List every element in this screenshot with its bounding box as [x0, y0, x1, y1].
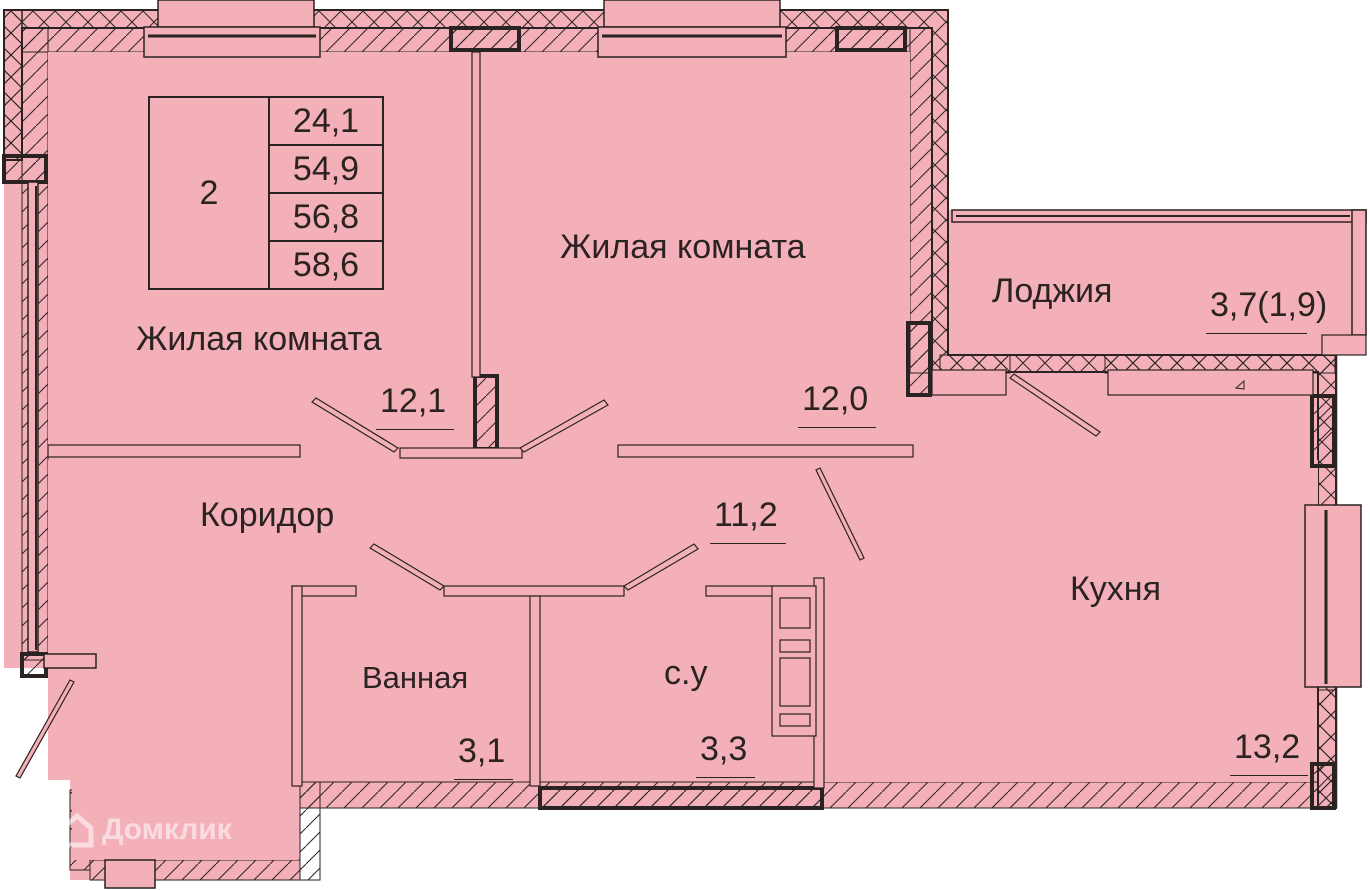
columns	[2, 26, 1336, 810]
house-logo-icon	[60, 812, 94, 848]
summary-total-area: 58,6	[292, 245, 360, 284]
room-area-bathroom: 3,1	[454, 732, 514, 780]
windows	[27, 0, 1367, 889]
summary-living-area: 24,1	[270, 98, 382, 146]
room-label-corridor: Коридор	[200, 496, 335, 534]
rooms-count: 2	[150, 98, 270, 288]
room-label-loggia: Лоджия	[992, 272, 1113, 310]
area-value: 13,2	[1234, 728, 1301, 766]
watermark-text: Домклик	[102, 813, 232, 846]
summary-area-without-loggia: 54,9	[270, 146, 382, 194]
loggia-marks	[1234, 379, 1245, 390]
room-area-loggia: 3,7(1,9)	[1206, 286, 1328, 334]
room-label-toilet: с.у	[664, 654, 708, 692]
apartment-summary-table: 2 24,1 54,9 56,8 58,6	[148, 96, 384, 290]
watermark: Домклик	[60, 812, 232, 848]
area-value: 3,7(1,9)	[1210, 286, 1328, 324]
room-label-bathroom: Ванная	[362, 660, 469, 695]
room-area-toilet: 3,3	[696, 730, 756, 778]
room-area-living-1: 12,1	[376, 382, 455, 430]
room-label-living-1: Жилая комната	[136, 320, 382, 358]
room-area-corridor: 11,2	[710, 496, 786, 544]
room-area-living-2: 12,0	[798, 380, 877, 428]
area-value: 3,1	[458, 732, 506, 770]
summary-area-with-reduced-loggia: 56,8	[270, 194, 382, 242]
partitions	[47, 51, 1367, 789]
area-value: 12,0	[802, 380, 869, 418]
room-label-living-2: Жилая комната	[560, 228, 806, 266]
doors	[15, 373, 1101, 779]
room-label-kitchen: Кухня	[1070, 570, 1161, 608]
room-area-kitchen: 13,2	[1230, 728, 1309, 776]
area-value: 3,3	[700, 730, 748, 768]
area-value: 11,2	[714, 496, 778, 534]
area-value: 12,1	[380, 382, 447, 420]
